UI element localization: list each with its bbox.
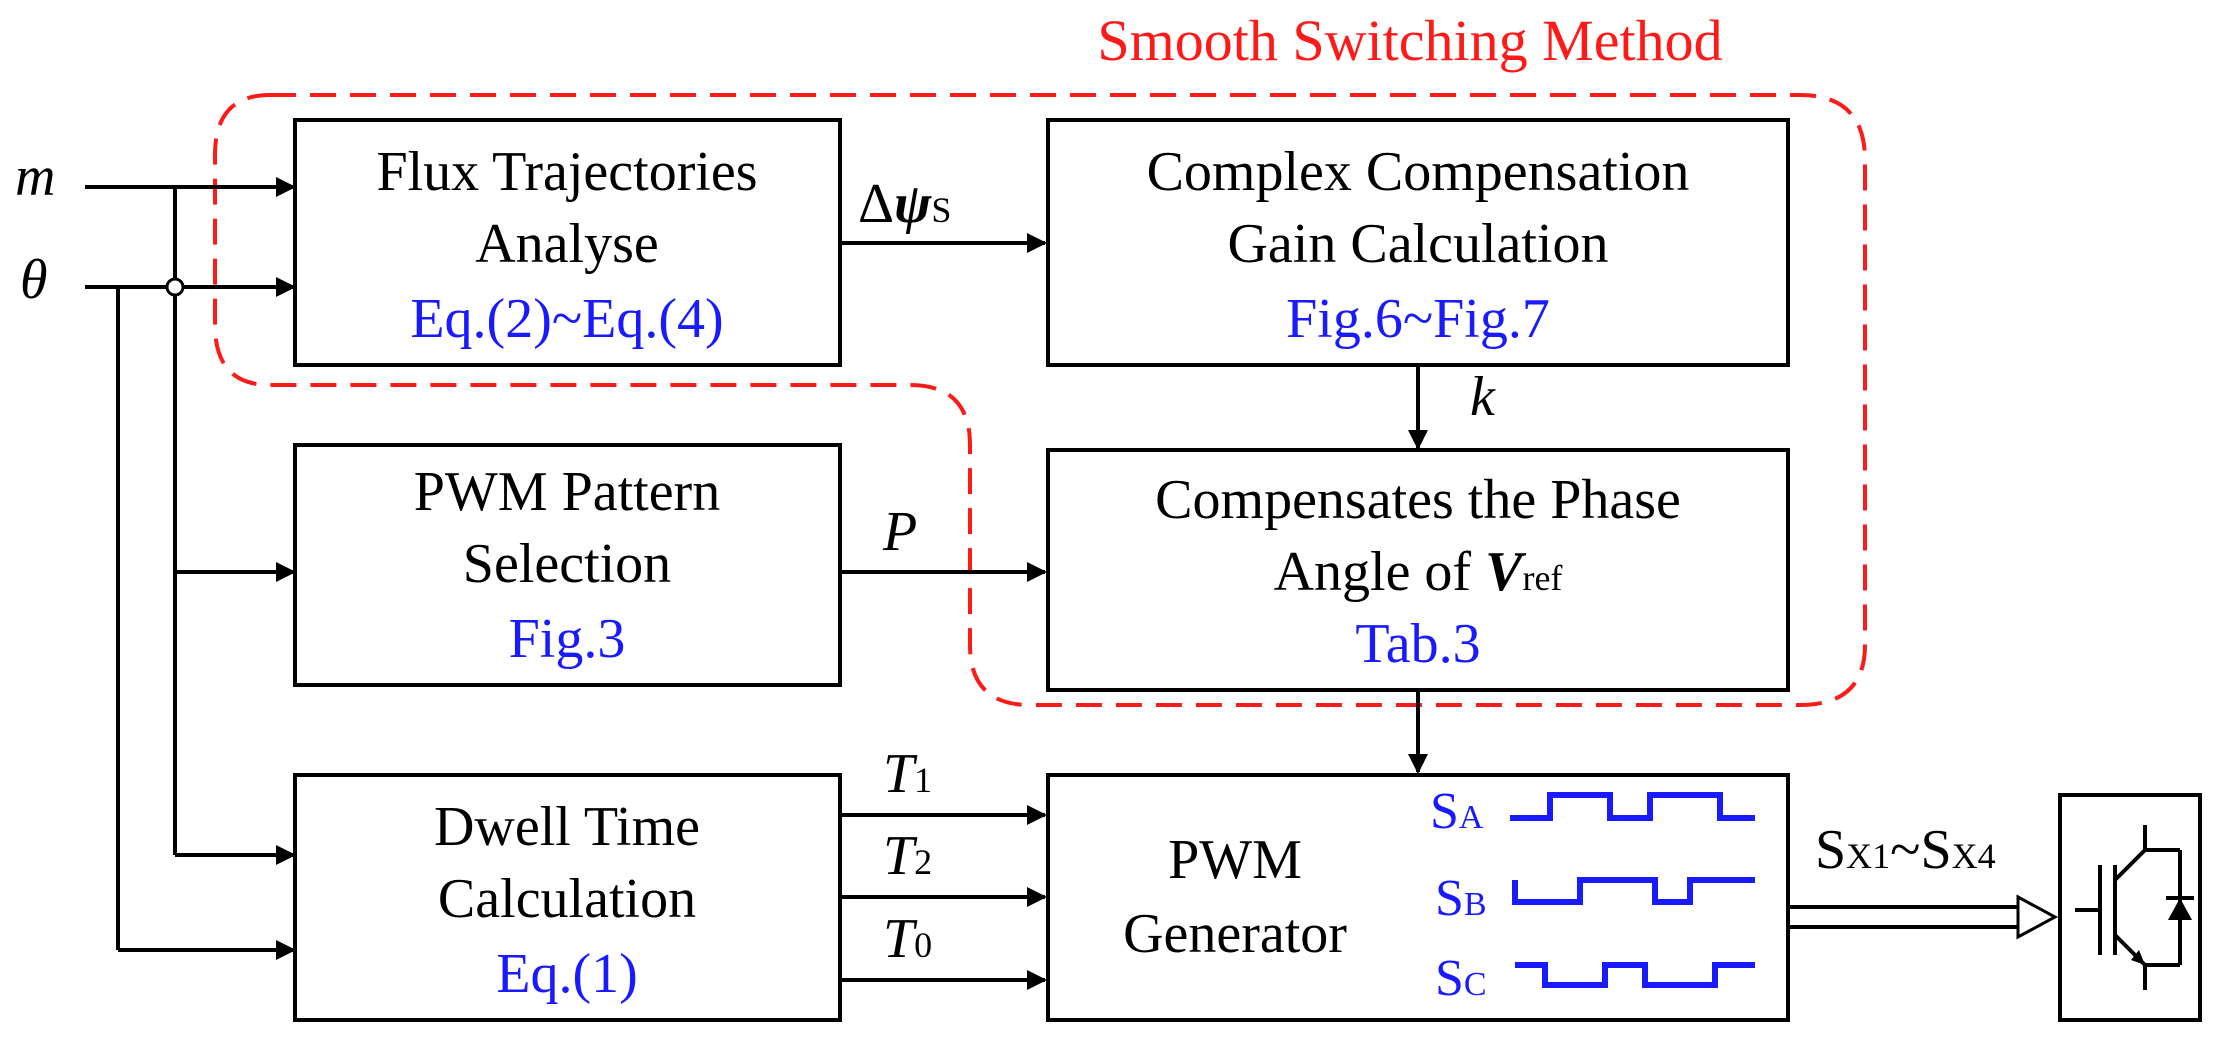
wire-crossing — [165, 277, 185, 297]
generator-line1: PWM — [1168, 829, 1302, 891]
flux-line1: Flux Trajectories — [376, 141, 757, 203]
flux-line2: Analyse — [475, 213, 659, 275]
pwm-generator-block: PWM Generator SA SB SC — [1046, 773, 1790, 1022]
waveform-label-b: SB — [1435, 870, 1487, 927]
signal-T1: T1 — [883, 743, 932, 805]
igbt-switch-icon — [2058, 793, 2202, 1022]
input-theta-label: θ — [20, 249, 48, 311]
pattern-reference: Fig.3 — [509, 608, 626, 670]
gain-reference: Fig.6~Fig.7 — [1286, 288, 1550, 350]
signal-T0: T0 — [883, 908, 932, 970]
signal-output: SX1~SX4 — [1815, 819, 1996, 881]
waveform-label-c: SC — [1435, 950, 1487, 1007]
signal-T2: T2 — [883, 825, 932, 887]
signal-P: P — [882, 501, 917, 563]
diagram-title: Smooth Switching Method — [1097, 8, 1722, 73]
pattern-line2: Selection — [463, 533, 671, 595]
phase-line1: Compensates the Phase — [1155, 469, 1681, 531]
input-m-label: m — [15, 146, 55, 208]
dwell-line1: Dwell Time — [434, 796, 700, 858]
output-bus-arrow — [1788, 894, 2059, 940]
signal-delta-psi: ΔψS — [858, 173, 951, 235]
pattern-line1: PWM Pattern — [414, 461, 720, 523]
gain-line2: Gain Calculation — [1227, 213, 1608, 275]
dwell-line2: Calculation — [438, 868, 696, 930]
smooth-switching-region — [213, 93, 1867, 707]
dwell-time-block: Dwell Time Calculation Eq.(1) — [293, 773, 842, 1022]
generator-line2: Generator — [1123, 903, 1347, 965]
pwm-pattern-block: PWM Pattern Selection Fig.3 — [293, 443, 842, 687]
phase-line2: Angle of Vref — [1274, 541, 1563, 603]
signal-k: k — [1470, 366, 1496, 428]
dwell-reference: Eq.(1) — [496, 943, 638, 1005]
waveform-c — [1515, 962, 1755, 988]
waveform-b — [1512, 877, 1755, 905]
flux-trajectories-block: Flux Trajectories Analyse Eq.(2)~Eq.(4) — [293, 118, 842, 367]
gain-line1: Complex Compensation — [1147, 141, 1690, 203]
phase-reference: Tab.3 — [1355, 613, 1480, 675]
compensation-gain-block: Complex Compensation Gain Calculation Fi… — [1046, 118, 1790, 367]
phase-compensation-block: Compensates the Phase Angle of Vref Tab.… — [1046, 448, 1790, 692]
flux-reference: Eq.(2)~Eq.(4) — [410, 288, 723, 350]
waveform-label-a: SA — [1430, 783, 1484, 840]
waveform-a — [1510, 792, 1755, 821]
